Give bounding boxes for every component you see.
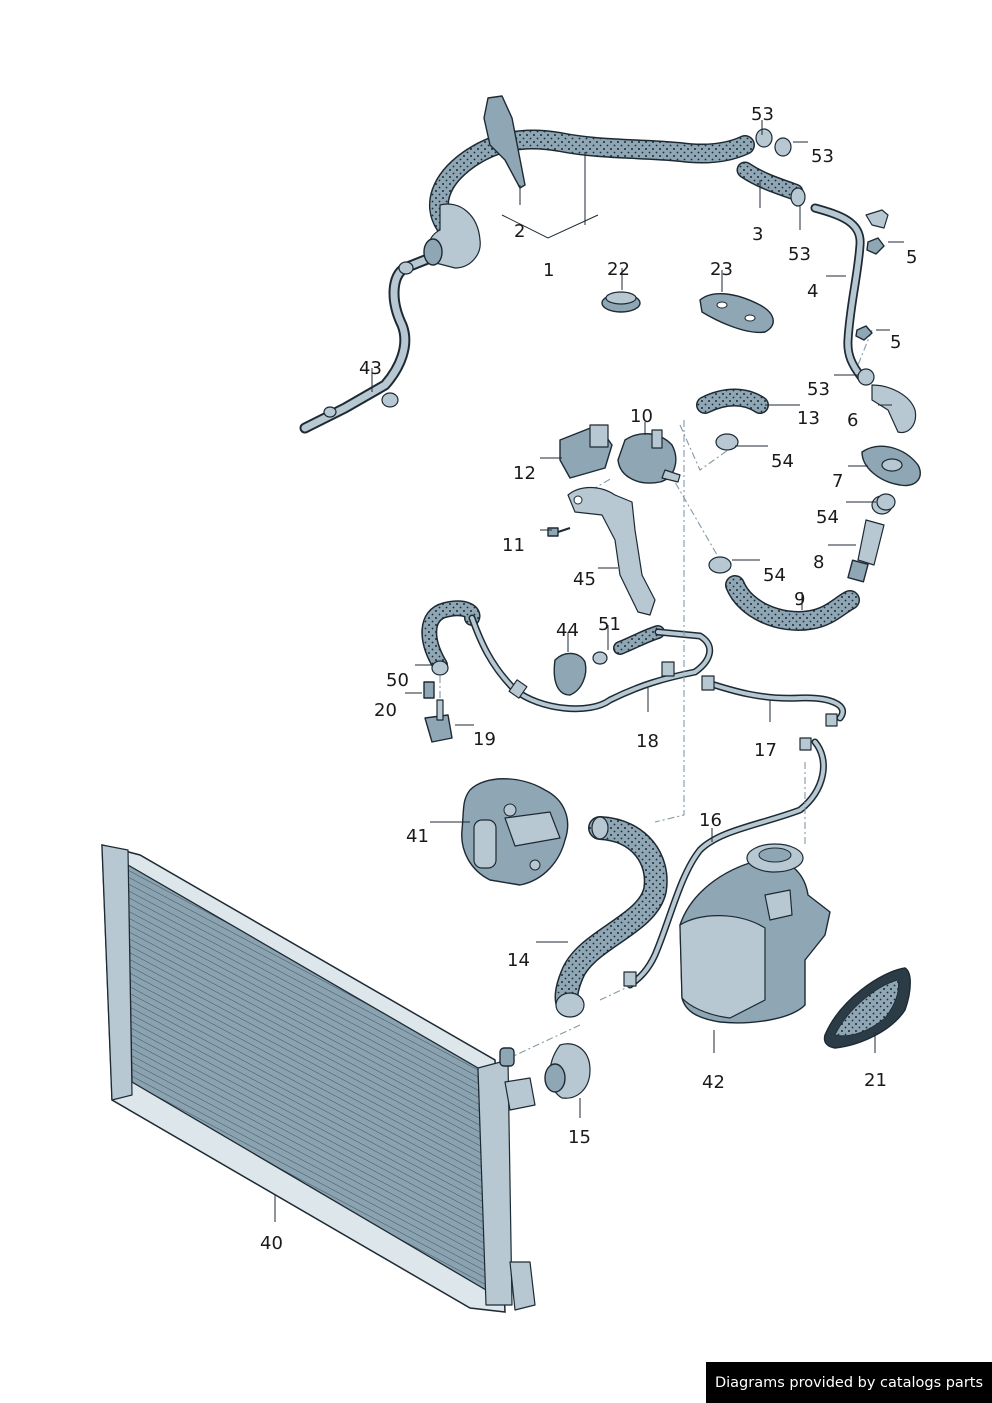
callout-54-lower: 54 [763,565,786,586]
seal-21 [823,967,911,1049]
hose-14 [554,816,668,1017]
nuts-5 [855,209,889,341]
pipe-16 [626,738,827,989]
hose-18-left [421,600,481,673]
callout-53-right: 53 [811,146,834,167]
callout-7: 7 [832,471,843,492]
expansion-tank-42 [679,843,831,1024]
callout-12: 12 [513,463,536,484]
valve-44 [553,651,608,696]
radiator-40 [101,844,536,1313]
grommet-22 [601,291,641,313]
hose-3 [736,161,804,201]
callout-18: 18 [636,731,659,752]
connector-43-elbow [323,203,481,418]
clips-54 [708,433,896,574]
seal-flange-7 [861,445,921,487]
callout-21: 21 [864,1070,887,1091]
hose-13 [696,388,769,414]
hose-1-upper [428,129,755,235]
callout-42: 42 [702,1072,725,1093]
bolt-11 [547,527,571,537]
callout-3: 3 [752,224,763,245]
callout-15: 15 [568,1127,591,1148]
holder-12 [559,424,613,479]
clamps-53 [755,128,875,386]
pipe-fittings [508,661,838,987]
callout-23: 23 [710,259,733,280]
parts-50-20-19 [423,660,453,743]
pipe-17 [701,678,846,722]
pipe-4 [810,203,867,383]
callout-17: 17 [754,740,777,761]
hose-9 [725,575,860,631]
leader-lines [274,120,904,1222]
callout-5-lower: 5 [890,332,901,353]
callout-50: 50 [386,670,409,691]
callout-2: 2 [514,221,525,242]
callout-44: 44 [556,620,579,641]
callout-1: 1 [543,260,554,281]
callout-14: 14 [507,950,530,971]
callout-20: 20 [374,700,397,721]
callout-53-lower: 53 [807,379,830,400]
callout-53-top: 53 [751,104,774,125]
callout-51: 51 [598,614,621,635]
pipe-18 [468,614,713,713]
callout-5-upper: 5 [906,247,917,268]
pump-10 [617,429,681,484]
callout-54-right: 54 [816,507,839,528]
connector-15 [544,992,591,1099]
attribution-badge: Diagrams provided by catalogs parts [706,1362,992,1403]
attribution-text: Diagrams provided by catalogs parts [714,1374,984,1391]
callout-13: 13 [797,408,820,429]
elbow-6 [871,384,917,434]
callout-40: 40 [260,1233,283,1254]
callout-11: 11 [502,535,525,556]
callout-43: 43 [359,358,382,379]
callout-10: 10 [630,406,653,427]
callout-45: 45 [573,569,596,590]
seal-23 [699,292,774,334]
callout-19: 19 [473,729,496,750]
callout-4: 4 [807,281,818,302]
callout-labels: 1 2 3 4 5 5 6 7 8 9 10 11 12 13 14 15 16… [260,104,917,1254]
thermostat-housing-41 [461,778,609,886]
callout-41: 41 [406,826,429,847]
callout-9: 9 [794,589,805,610]
callout-22: 22 [607,259,630,280]
callout-53-mid: 53 [788,244,811,265]
bracket-45 [567,486,656,616]
callout-8: 8 [813,552,824,573]
hose-51 [613,625,665,655]
callout-54-upper: 54 [771,451,794,472]
callout-6: 6 [847,410,858,431]
callout-16: 16 [699,810,722,831]
pipe-43 [299,252,436,434]
